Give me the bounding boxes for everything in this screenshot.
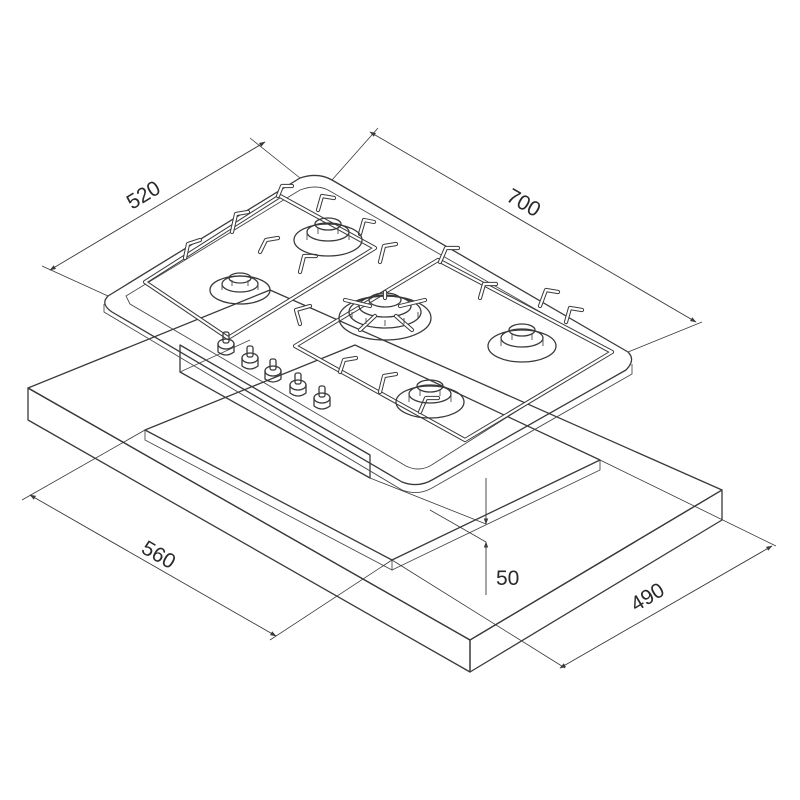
hob-body [179, 339, 371, 479]
worktop-front-face [27, 387, 471, 673]
top-plate-front-edge [103, 304, 633, 493]
pan-support-right [292, 241, 615, 443]
worktop-slab [27, 289, 723, 673]
dimension-50: 50 [369, 477, 519, 595]
knob-1 [217, 331, 235, 356]
burner-right [487, 323, 557, 363]
pan-support-left [142, 183, 378, 341]
control-knobs [217, 331, 331, 410]
dimension-520-label: 520 [123, 177, 165, 215]
dimension-490-label: 490 [627, 579, 669, 617]
dimension-520: 520 [41, 137, 301, 297]
burner-front [395, 379, 465, 419]
knob-3 [264, 358, 282, 383]
dimension-560-label: 560 [138, 536, 180, 573]
burner-rear-center [293, 217, 363, 257]
dimension-560: 560 [21, 429, 393, 641]
burner-rear-left [209, 272, 271, 305]
cutout-opening [144, 344, 601, 571]
knob-2 [241, 345, 259, 370]
dimension-490: 490 [391, 459, 777, 669]
dimension-700: 700 [331, 127, 703, 353]
dimension-50-label: 50 [496, 567, 519, 590]
top-plate-outline [104, 174, 633, 486]
worktop-top-face [27, 289, 723, 641]
dimension-700-label: 700 [503, 184, 545, 221]
knob-5 [313, 385, 331, 410]
burner-wok-center [338, 289, 432, 341]
knob-4 [289, 372, 307, 397]
